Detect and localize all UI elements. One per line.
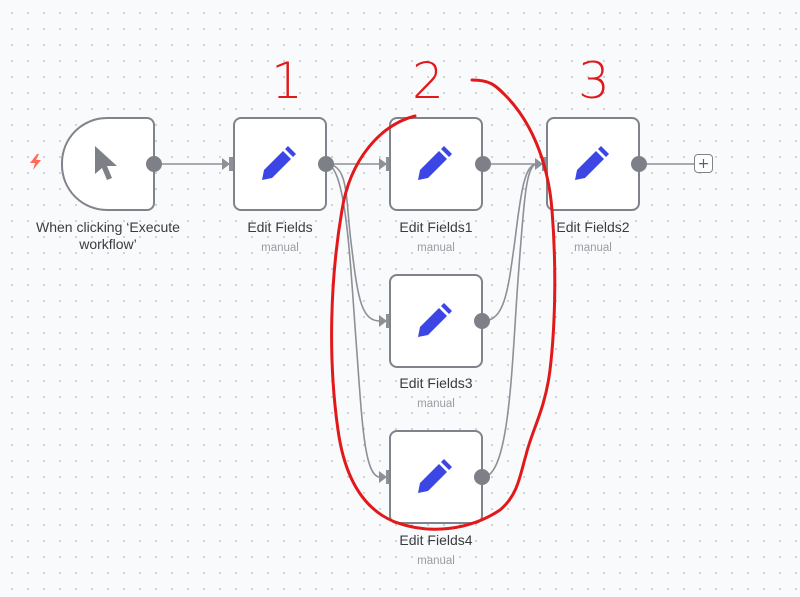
node-label-edit-fields: Edit Fields — [247, 219, 313, 235]
plus-icon: + — [697, 155, 710, 172]
output-handle-trigger[interactable] — [146, 156, 162, 172]
pencil-icon — [575, 146, 609, 180]
node-label-trigger: When clicking ‘Execute workflow’ — [36, 219, 180, 252]
annotation-circle-group-2 — [330, 78, 557, 531]
pencil-icon — [418, 146, 452, 180]
node-label-edit-fields3: Edit Fields3 — [399, 375, 473, 391]
node-subtitle-edit-fields: manual — [261, 242, 299, 254]
connection-edit-fields-to-edit-fields3[interactable] — [325, 163, 381, 322]
node-edit-fields3[interactable] — [389, 274, 483, 368]
annotation-step-3: 3 — [578, 52, 610, 110]
connection-edit-fields4-to-edit-fields2[interactable] — [482, 163, 538, 478]
node-label-edit-fields4: Edit Fields4 — [399, 532, 473, 548]
node-edit-fields1[interactable] — [389, 117, 483, 211]
node-label-edit-fields2: Edit Fields2 — [556, 219, 630, 235]
node-subtitle-edit-fields2: manual — [574, 242, 612, 254]
lightning-bolt-icon — [30, 154, 41, 170]
node-subtitle-edit-fields3: manual — [417, 398, 455, 410]
connection-edit-fields-to-edit-fields4[interactable] — [325, 163, 381, 478]
node-label-edit-fields1: Edit Fields1 — [399, 219, 473, 235]
node-trigger[interactable] — [61, 117, 155, 211]
annotation-step-2: 2 — [412, 52, 444, 110]
annotation-step-1: 1 — [271, 52, 303, 110]
pencil-icon — [262, 146, 296, 180]
node-edit-fields2[interactable] — [546, 117, 640, 211]
node-subtitle-edit-fields4: manual — [417, 555, 455, 567]
pencil-icon — [418, 459, 452, 493]
output-handle-edit-fields[interactable] — [318, 156, 334, 172]
output-handle-edit-fields2[interactable] — [631, 156, 647, 172]
output-handle-edit-fields4[interactable] — [474, 469, 490, 485]
node-edit-fields[interactable] — [233, 117, 327, 211]
cursor-pointer-icon — [95, 146, 117, 180]
node-subtitle-edit-fields1: manual — [417, 242, 455, 254]
output-handle-edit-fields3[interactable] — [474, 313, 490, 329]
connection-edit-fields3-to-edit-fields2[interactable] — [482, 163, 538, 322]
input-handle-edit-fields[interactable] — [222, 157, 235, 171]
pencil-icon — [418, 303, 452, 337]
output-handle-edit-fields1[interactable] — [475, 156, 491, 172]
add-node-button[interactable]: + — [694, 154, 713, 173]
